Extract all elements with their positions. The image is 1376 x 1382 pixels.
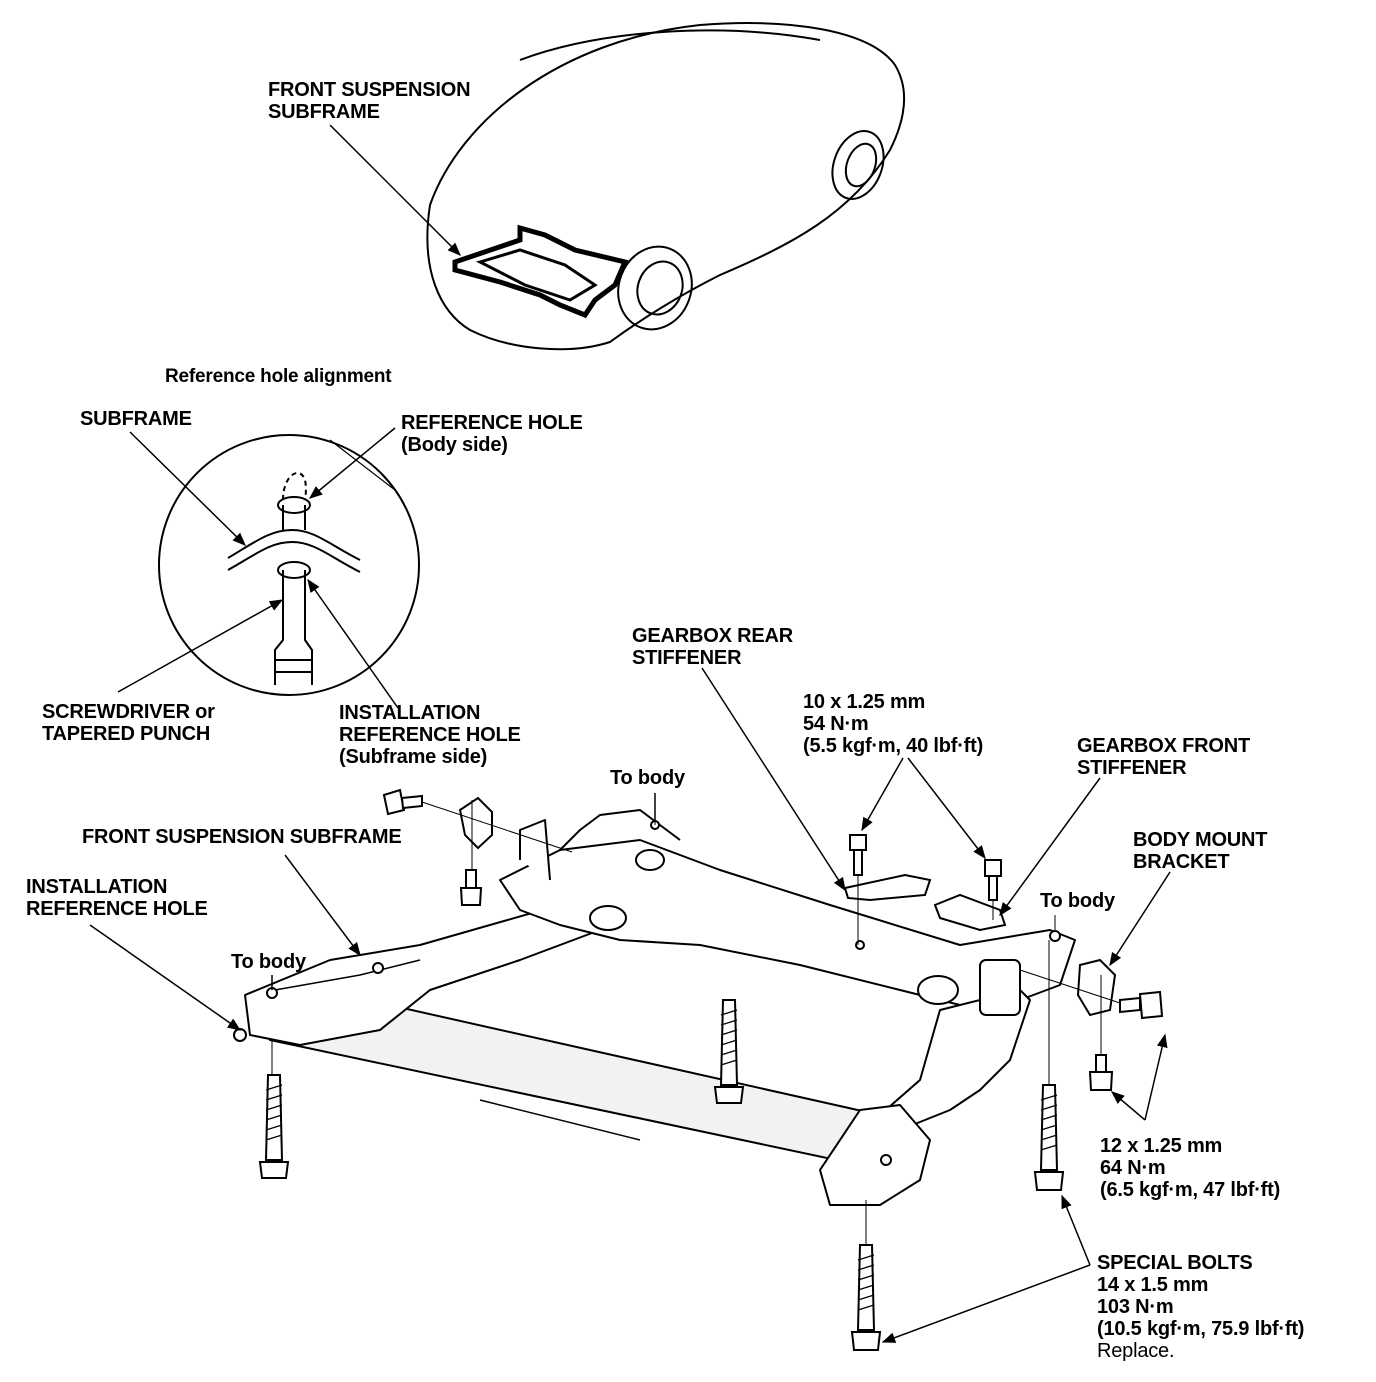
label-gearbox-rear-stiffener: GEARBOX REAR STIFFENER xyxy=(632,625,793,669)
left-bracket xyxy=(458,796,493,850)
label-subframe: SUBFRAME xyxy=(80,408,192,430)
car-roof-line xyxy=(519,29,821,61)
small-bolt-bracket-vertical xyxy=(1088,1054,1114,1091)
body-mount-bracket-part xyxy=(1076,958,1117,1017)
label-gearbox-front-stiffener: GEARBOX FRONT STIFFENER xyxy=(1077,735,1250,779)
leader-install-hole xyxy=(89,924,242,1031)
subframe-plate xyxy=(227,528,361,561)
left-rail xyxy=(244,904,601,1046)
special-bolt-bottom xyxy=(850,1244,882,1351)
label-special-bolts: SPECIAL BOLTS 14 x 1.5 mm 103 N·m (10.5 … xyxy=(1097,1252,1305,1362)
front-wheel-inner xyxy=(636,260,684,316)
small-bolt-10mm-b xyxy=(984,859,1002,901)
leader-screwdriver xyxy=(117,599,284,693)
leader-special-a xyxy=(1061,1194,1091,1266)
label-bolt-12: 12 x 1.25 mm 64 N·m (6.5 kgf·m, 47 lbf·f… xyxy=(1100,1135,1281,1201)
car-illustration xyxy=(426,22,906,351)
detail-circle xyxy=(158,434,420,696)
leader-subframe xyxy=(129,431,246,546)
label-bolt-10: 10 x 1.25 mm 54 N·m (5.5 kgf·m, 40 lbf·f… xyxy=(803,691,984,757)
front-wheel xyxy=(617,245,693,331)
label-to-body-top: To body xyxy=(610,767,685,789)
small-bolt-10mm-a xyxy=(849,834,867,876)
leader-reference-hole xyxy=(308,427,396,499)
gearbox-front-stiffener-part xyxy=(933,893,1007,932)
leader-front-suspension-subframe xyxy=(284,854,361,957)
label-to-body-left: To body xyxy=(231,951,306,973)
car-subframe-highlight xyxy=(452,224,629,319)
small-bolt-left-horizontal xyxy=(382,788,423,816)
label-replace: Replace. xyxy=(1097,1340,1175,1362)
subframe-assembly xyxy=(233,809,1076,1206)
label-screwdriver: SCREWDRIVER or TAPERED PUNCH xyxy=(42,701,215,745)
car-body-outline xyxy=(426,22,906,351)
label-to-body-right: To body xyxy=(1040,890,1115,912)
reference-hole-detail xyxy=(158,434,420,696)
bolts xyxy=(258,788,1164,1351)
leader-bolt10-a xyxy=(861,757,904,832)
leader-lines xyxy=(89,667,1171,1343)
alignment-lines xyxy=(271,800,1121,1245)
punch-tool xyxy=(274,570,313,685)
leader-bolt12-a xyxy=(1144,1033,1168,1121)
small-bolt-bracket-horizontal xyxy=(1119,990,1164,1020)
leader-gearbox-rear xyxy=(701,667,846,892)
gearbox-rear-stiffener-part xyxy=(843,873,932,902)
right-rail xyxy=(879,989,1031,1131)
special-bolt-right xyxy=(1033,1084,1065,1191)
rear-wheel xyxy=(831,130,885,200)
leader-install-hole-subframe xyxy=(307,578,399,709)
leader-bolt10-b xyxy=(907,757,986,860)
label-body-mount-bracket: BODY MOUNT BRACKET xyxy=(1133,829,1268,873)
label-reference-hole: REFERENCE HOLE (Body side) xyxy=(401,412,583,456)
special-bolt-center xyxy=(713,999,745,1104)
leader-car-subframe xyxy=(329,124,461,256)
small-bolt-left-vertical xyxy=(459,869,483,906)
leader-gearbox-front xyxy=(999,777,1101,917)
brackets xyxy=(458,796,1117,1017)
label-ref-hole-alignment: Reference hole alignment xyxy=(165,366,392,387)
rear-crossmember xyxy=(499,839,1076,1006)
label-installation-ref-hole-subframe: INSTALLATION REFERENCE HOLE (Subframe si… xyxy=(339,702,521,768)
label-front-suspension-subframe: FRONT SUSPENSION SUBFRAME xyxy=(82,826,402,848)
label-car-subframe: FRONT SUSPENSION SUBFRAME xyxy=(268,79,471,123)
special-bolt-left xyxy=(258,1074,290,1179)
leader-special-b xyxy=(881,1264,1091,1343)
label-installation-ref-hole: INSTALLATION REFERENCE HOLE xyxy=(26,876,208,920)
leader-bolt12-b xyxy=(1110,1091,1146,1121)
leader-body-mount xyxy=(1109,871,1171,967)
rear-wheel-inner xyxy=(844,142,878,188)
reference-hole-top xyxy=(282,472,307,501)
